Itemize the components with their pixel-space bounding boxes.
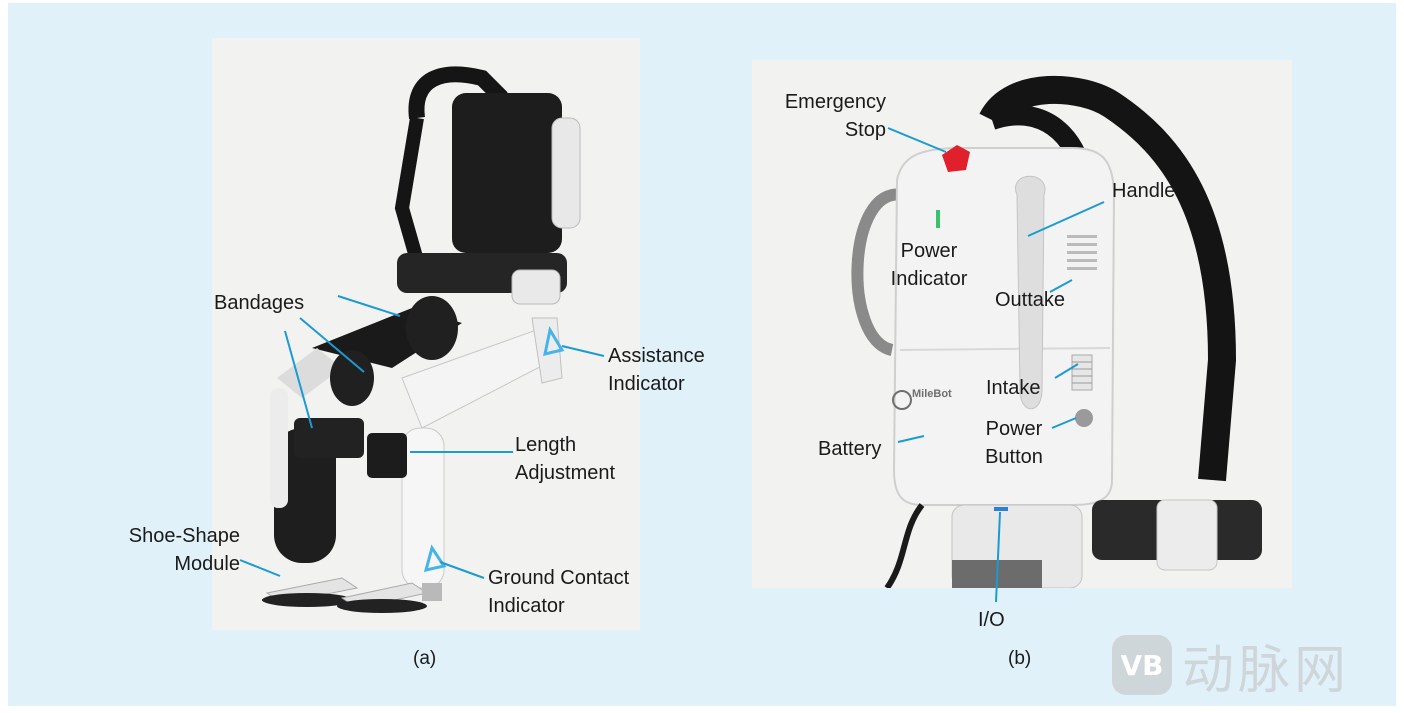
caption-a: (a) xyxy=(413,648,437,669)
leader-bandages-2 xyxy=(284,330,313,429)
exoskeleton-illustration xyxy=(262,66,581,613)
label-bandages: Bandages xyxy=(214,292,305,314)
label-ground-contact-indicator: Ground Contact Indicator xyxy=(488,567,630,617)
watermark: VB 动脉网 xyxy=(1112,630,1402,701)
leader-bandages-1 xyxy=(337,295,401,317)
caption-b: (b) xyxy=(1008,648,1032,669)
leader-shoe xyxy=(239,559,281,577)
backpack-photo xyxy=(752,60,1292,588)
leader-handle xyxy=(1027,201,1105,237)
brand-mark-text: MileBot xyxy=(912,388,952,400)
label-power-button: Power Button xyxy=(985,418,1043,468)
label-power-indicator: Power Indicator xyxy=(890,240,968,290)
label-emergency-stop: Emergency Stop xyxy=(784,91,886,141)
watermark-logo-icon: VB xyxy=(1112,635,1172,695)
label-io: I/O xyxy=(978,609,1005,631)
leader-power-button xyxy=(1051,417,1077,429)
label-handle: Handle xyxy=(1112,180,1176,202)
label-battery: Battery xyxy=(818,438,882,460)
leader-io xyxy=(995,511,1001,603)
leader-intake xyxy=(1054,363,1079,379)
label-shoe-shape-module: Shoe-Shape Module xyxy=(128,525,240,575)
leader-ground xyxy=(439,561,485,579)
leader-assistance xyxy=(561,345,605,357)
leader-battery xyxy=(897,435,925,443)
leader-bandages-3 xyxy=(299,317,365,373)
backpack-illustration xyxy=(851,75,1262,588)
label-outtake: Outtake xyxy=(995,289,1066,311)
leader-emergency xyxy=(887,127,947,153)
label-intake: Intake xyxy=(986,377,1041,399)
exoskeleton-photo xyxy=(212,38,640,630)
label-assistance-indicator: Assistance Indicator xyxy=(608,345,705,395)
leader-outtake xyxy=(1049,279,1073,293)
watermark-text: 动脉网 xyxy=(1182,640,1351,701)
label-length-adjustment: Length Adjustment xyxy=(515,434,616,484)
